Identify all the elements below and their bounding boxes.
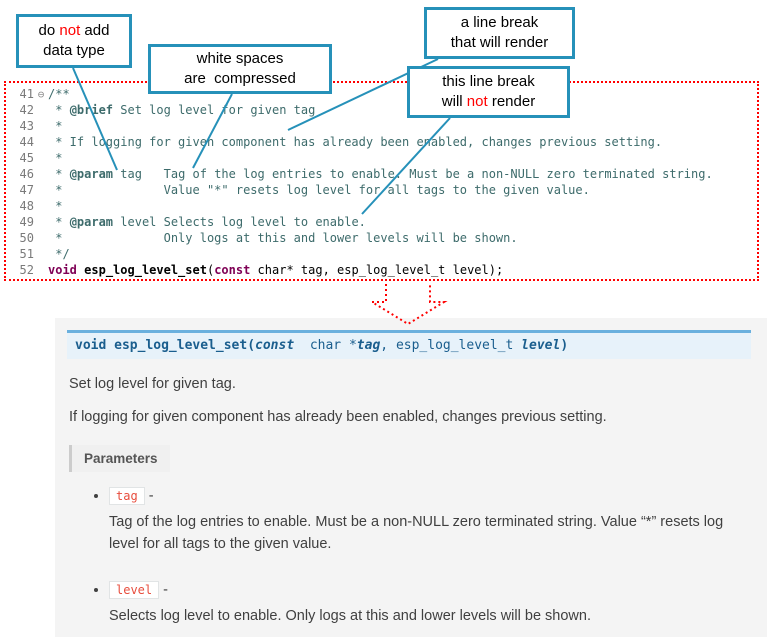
callout-text: will not render	[441, 93, 536, 110]
code-line: 46 * @param tag Tag of the log entries t…	[8, 166, 757, 182]
code-line: 43 *	[8, 118, 757, 134]
parameters-label: Parameters	[69, 445, 170, 472]
param-description: Selects log level to enable. Only logs a…	[109, 607, 591, 624]
line-number: 43	[19, 119, 34, 133]
code-text: * @param tag Tag of the log entries to e…	[48, 167, 713, 181]
param-item: level - Selects log level to enable. Only…	[109, 580, 751, 627]
code-line: 50 * Only logs at this and lower levels …	[8, 230, 757, 246]
code-line: 49 * @param level Selects log level to e…	[8, 214, 757, 230]
code-text: */	[48, 247, 70, 261]
param-item: tag - Tag of the log entries to enable. M…	[109, 487, 751, 556]
code-line: 52 void esp_log_level_set(const char* tag…	[8, 262, 757, 278]
code-line: 45 *	[8, 150, 757, 166]
code-line: 44 * If logging for given component has …	[8, 134, 757, 150]
code-text: * Only logs at this and lower levels wil…	[48, 231, 518, 245]
code-line: 48 *	[8, 198, 757, 214]
code-line: 41⊖/**	[8, 86, 757, 102]
line-number: 44	[19, 135, 34, 149]
callout-text: this line break	[442, 72, 535, 90]
code-text: * Value "*" resets log level for all tag…	[48, 183, 590, 197]
line-number: 52	[19, 263, 34, 277]
callout-whitespace-compressed: white spaces are compressed	[148, 44, 332, 94]
line-number: 42	[19, 103, 34, 117]
callout-text: do not add	[38, 21, 110, 39]
line-number: 50	[19, 231, 34, 245]
code-text: * If logging for given component has alr…	[48, 135, 663, 149]
line-number: 49	[19, 215, 34, 229]
line-number: 51	[19, 247, 34, 261]
code-text: *	[48, 199, 63, 213]
function-signature: void esp_log_level_set(const char *tag, …	[67, 330, 751, 359]
code-text: *	[48, 151, 63, 165]
callout-no-datatype: do not add data type	[16, 14, 132, 68]
callout-text: are compressed	[184, 70, 296, 87]
callout-linebreak-not-render: this line break will not render	[407, 66, 570, 118]
line-number: 48	[19, 199, 34, 213]
doc-brief: Set log level for given tag.	[69, 376, 236, 392]
callout-text: data type	[43, 42, 105, 59]
callout-text: a line break	[460, 13, 539, 31]
line-number: 41	[19, 87, 34, 101]
param-list: tag - Tag of the log entries to enable. M…	[93, 487, 751, 627]
code-text: void esp_log_level_set(const char* tag, …	[48, 263, 504, 277]
code-line: 42 * @brief Set log level for given tag	[8, 102, 757, 118]
param-separator: -	[144, 488, 154, 504]
code-lines: 41⊖/**42 * @brief Set log level for give…	[8, 86, 757, 278]
param-name-chip: level	[109, 580, 160, 599]
code-text: * @brief Set log level for given tag	[48, 103, 316, 117]
code-line: 47 * Value "*" resets log level for all …	[8, 182, 757, 198]
line-number: 45	[19, 151, 34, 165]
code-line: 51 */	[8, 246, 757, 262]
callout-text: that will render	[450, 34, 549, 51]
fold-icon[interactable]: ⊖	[37, 87, 45, 101]
param-description: Tag of the log entries to enable. Must b…	[109, 514, 724, 553]
param-separator: -	[159, 581, 168, 598]
callout-linebreak-renders: a line break that will render	[424, 7, 575, 59]
rendered-docs-panel: void esp_log_level_set(const char *tag, …	[55, 318, 767, 637]
code-editor: 41⊖/**42 * @brief Set log level for give…	[4, 81, 759, 281]
line-number: 46	[19, 167, 34, 181]
callout-text: white spaces	[196, 49, 284, 67]
code-text: * @param level Selects log level to enab…	[48, 215, 366, 229]
param-name-chip: tag	[109, 487, 145, 505]
code-text: *	[48, 119, 63, 133]
doc-detail: If logging for given component has alrea…	[69, 409, 607, 425]
line-number: 47	[19, 183, 34, 197]
code-text: /**	[48, 87, 70, 101]
